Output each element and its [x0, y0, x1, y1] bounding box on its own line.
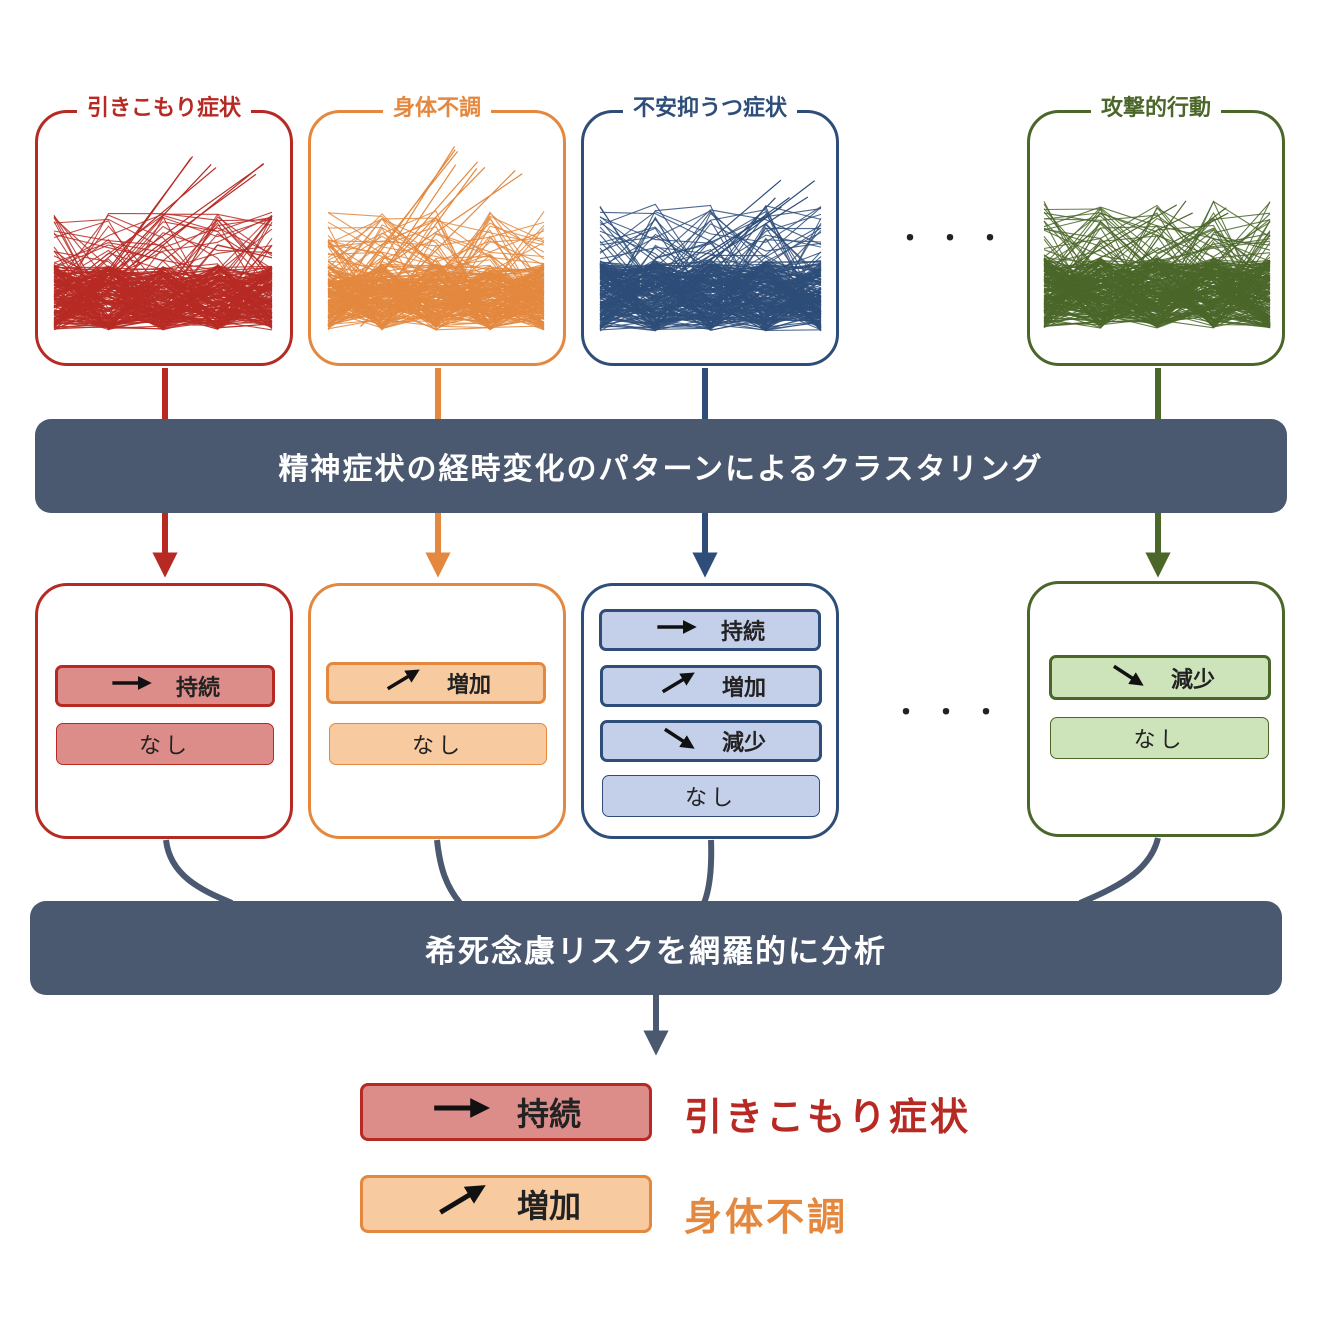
pattern-tag-increase: 増加	[600, 665, 822, 707]
pattern-label: 減少	[1170, 667, 1215, 693]
clustering-band: 精神症状の経時変化のパターンによるクラスタリング	[35, 419, 1287, 513]
pattern-label: 増加	[446, 673, 491, 698]
merge-curve	[701, 839, 715, 905]
pattern-tag-none: なし	[56, 723, 274, 765]
result-symptom-withdrawal: 引きこもり症状	[684, 1095, 972, 1139]
trajectory-plot-withdrawal	[53, 156, 273, 331]
trajectory-plot-physical	[327, 146, 545, 331]
arrow-right-icon	[110, 671, 154, 701]
pattern-tag-increase: 増加	[326, 662, 546, 704]
pattern-tag-decrease: 減少	[1049, 655, 1271, 700]
arrow-down-right-icon	[1105, 663, 1149, 693]
pattern-label: 増加	[721, 676, 766, 701]
trajectory-plot-aggression	[1043, 200, 1271, 329]
ellipsis-top: ・・・	[897, 224, 1018, 254]
pattern-tag-none: なし	[602, 775, 820, 817]
analysis-band: 希死念慮リスクを網羅的に分析	[30, 901, 1282, 995]
arrow-up-right-icon	[431, 1183, 493, 1225]
merge-curve	[163, 839, 234, 906]
pattern-label: なし	[1133, 728, 1186, 753]
pattern-tag-persistent: 持続	[55, 665, 275, 707]
pattern-label: 減少	[721, 731, 766, 756]
cluster-card-withdrawal	[35, 583, 293, 839]
arrow-down-right-icon	[656, 726, 700, 756]
pattern-label: なし	[411, 734, 464, 759]
pattern-label: 持続	[720, 620, 765, 645]
arrow-up-right-icon	[381, 668, 425, 698]
pattern-label: 持続	[175, 676, 220, 701]
pattern-tag-persistent: 持続	[599, 609, 821, 651]
symptom-title-withdrawal: 引きこもり症状	[76, 92, 252, 126]
result-pattern-label: 増加	[516, 1187, 581, 1225]
pattern-label: なし	[138, 734, 191, 759]
symptom-title-physical: 身体不調	[382, 92, 492, 126]
symptom-title-anxiety: 不安抑うつ症状	[622, 92, 798, 126]
ellipsis-middle: ・・・	[893, 698, 1014, 728]
arrow-up-right-icon	[656, 671, 700, 701]
cluster-card-aggression	[1027, 581, 1285, 837]
merge-curve	[1078, 837, 1161, 906]
arrow-right-icon	[431, 1091, 493, 1133]
result-tag-persistent: 持続	[360, 1083, 652, 1141]
result-symptom-physical: 身体不調	[684, 1195, 849, 1239]
pattern-label: なし	[684, 786, 737, 811]
symptom-title-aggression: 攻撃的行動	[1090, 92, 1222, 126]
trajectory-plot-anxiety	[599, 179, 822, 332]
arrow-right-icon	[655, 615, 699, 645]
pattern-tag-none: なし	[1050, 717, 1269, 759]
cluster-card-physical	[308, 583, 566, 839]
result-pattern-label: 持続	[516, 1095, 581, 1133]
merge-curve	[434, 839, 463, 905]
pattern-tag-decrease: 減少	[600, 720, 822, 762]
result-tag-increase: 増加	[360, 1175, 652, 1233]
pattern-tag-none: なし	[329, 723, 547, 765]
